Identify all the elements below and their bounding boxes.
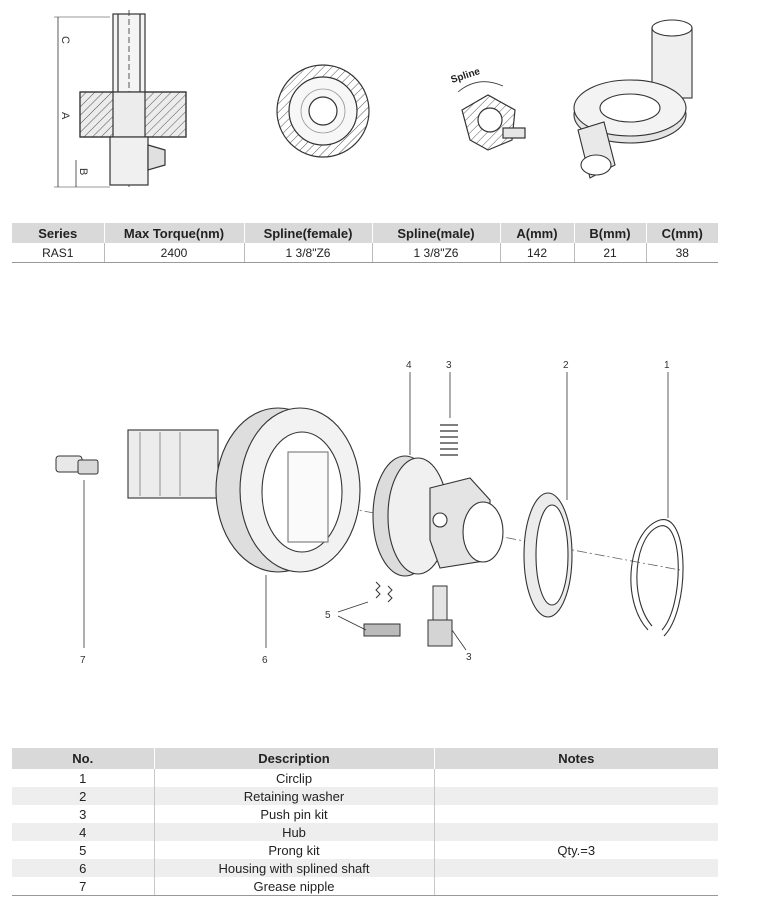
parts-row: 1 Circlip [12,769,718,787]
parts-row: 7 Grease nipple [12,877,718,896]
callout-5: 5 [325,610,331,621]
prong-kit-part [363,581,401,637]
spec-header: Spline(male) [372,223,501,243]
callout-6: 6 [262,655,268,666]
perspective-view [573,19,693,179]
parts-cell: 6 [12,859,155,877]
housing-part [127,407,361,573]
callout-2: 2 [563,360,569,371]
section-view [54,10,187,190]
parts-cell [434,877,718,896]
parts-cell [434,859,718,877]
callout-7: 7 [80,655,86,666]
spec-header: Spline(female) [244,223,373,243]
spline-detail-view [457,81,526,151]
dim-label-a: A [59,112,71,120]
technical-drawings: C A B Spline [54,10,693,190]
callout-4: 4 [406,360,412,371]
parts-cell [434,805,718,823]
parts-cell: 1 [12,769,155,787]
cross-section-view [276,64,370,158]
spec-header: Series [12,223,105,243]
push-pin-part [427,585,453,647]
spec-cell: 1 3/8"Z6 [372,243,501,263]
spline-label: Spline [450,66,482,86]
parts-cell: 5 [12,841,155,859]
spec-header: C(mm) [646,223,718,243]
parts-header-row: No. Description Notes [12,748,718,769]
parts-row: 2 Retaining washer [12,787,718,805]
dim-label-c: C [59,36,71,44]
exploded-view: 1 2 3 4 5 3 6 7 [55,360,684,666]
spec-cell: RAS1 [12,243,105,263]
spec-header: A(mm) [500,223,575,243]
parts-row: 5 Prong kit Qty.=3 [12,841,718,859]
dim-label-b: B [77,168,89,175]
spec-table: Series Max Torque(nm) Spline(female) Spl… [12,223,718,263]
spec-row: RAS1 2400 1 3/8"Z6 1 3/8"Z6 142 21 38 [12,243,718,263]
parts-cell: Prong kit [154,841,435,859]
grease-nipple-part [55,455,99,475]
parts-cell: Circlip [154,769,435,787]
parts-cell: Qty.=3 [557,842,596,858]
spring-part [440,424,458,456]
spec-header: Max Torque(nm) [104,223,245,243]
callout-1: 1 [664,360,670,371]
parts-cell: 3 [12,805,155,823]
callout-3-spring: 3 [446,360,452,371]
spec-header-row: Series Max Torque(nm) Spline(female) Spl… [12,223,718,243]
parts-cell: 2 [12,787,155,805]
parts-cell [434,769,718,787]
parts-header: Description [154,748,435,769]
parts-cell: Hub [154,823,435,841]
parts-cell: 4 [12,823,155,841]
hub-part [372,455,504,577]
parts-cell: Push pin kit [154,805,435,823]
parts-header: No. [12,748,155,769]
spec-header: B(mm) [574,223,647,243]
spec-cell: 1 3/8"Z6 [244,243,373,263]
spec-cell: 2400 [104,243,245,263]
parts-cell [434,787,718,805]
parts-cell: 7 [12,877,155,896]
circlip-part [630,519,684,637]
parts-cell: Grease nipple [154,877,435,896]
parts-row: 6 Housing with splined shaft [12,859,718,877]
parts-row: 4 Hub [12,823,718,841]
parts-row: 3 Push pin kit [12,805,718,823]
parts-table: No. Description Notes 1 Circlip 2 Retain… [12,748,718,896]
spec-cell: 142 [500,243,575,263]
parts-header: Notes [434,748,718,769]
spec-cell: 21 [574,243,647,263]
parts-cell [434,823,718,841]
spec-cell: 38 [646,243,718,263]
callout-3-pin: 3 [466,652,472,663]
parts-cell: Housing with splined shaft [154,859,435,877]
parts-cell: Retaining washer [154,787,435,805]
retaining-washer-part [523,492,573,618]
